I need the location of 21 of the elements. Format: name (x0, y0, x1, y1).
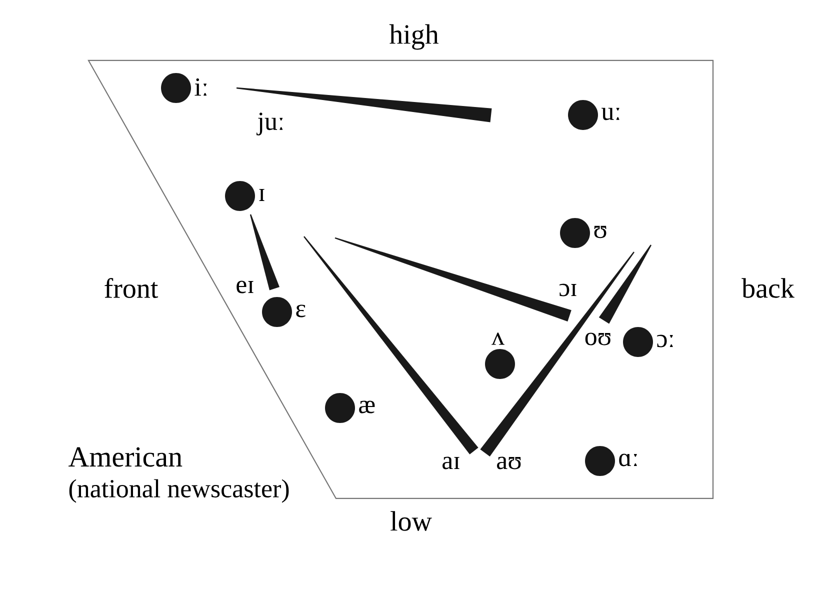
vowel-symbol: æ (359, 400, 375, 414)
vowel-symbol: ɑː (619, 454, 637, 466)
vowel-symbol: uː (602, 108, 620, 120)
vowel-symbol: ʌ (492, 332, 504, 345)
chart-title: American (68, 447, 182, 467)
vowel-symbol: ɪ (259, 189, 264, 201)
vowel-symbol: iː (194, 78, 206, 96)
vowel-symbol: ɔː (657, 334, 673, 348)
chart-subtitle: (national newscaster) (69, 479, 289, 503)
vowel-symbol: ɛ (296, 304, 306, 318)
axis-label: back (742, 278, 794, 298)
diphthong-label: aɪ (442, 456, 460, 470)
diphthong-label: aʊ (497, 456, 521, 470)
axis-label: high (389, 24, 439, 50)
diphthong-label: ɔɪ (559, 284, 576, 296)
axis-label: low (390, 511, 432, 531)
vowel-symbol: ʊ (594, 226, 606, 238)
diphthong-label: eɪ (236, 280, 254, 294)
diphthong-label: oʊ (585, 332, 610, 346)
axis-label: front (104, 278, 158, 298)
diphthong-label: juː (256, 112, 283, 136)
